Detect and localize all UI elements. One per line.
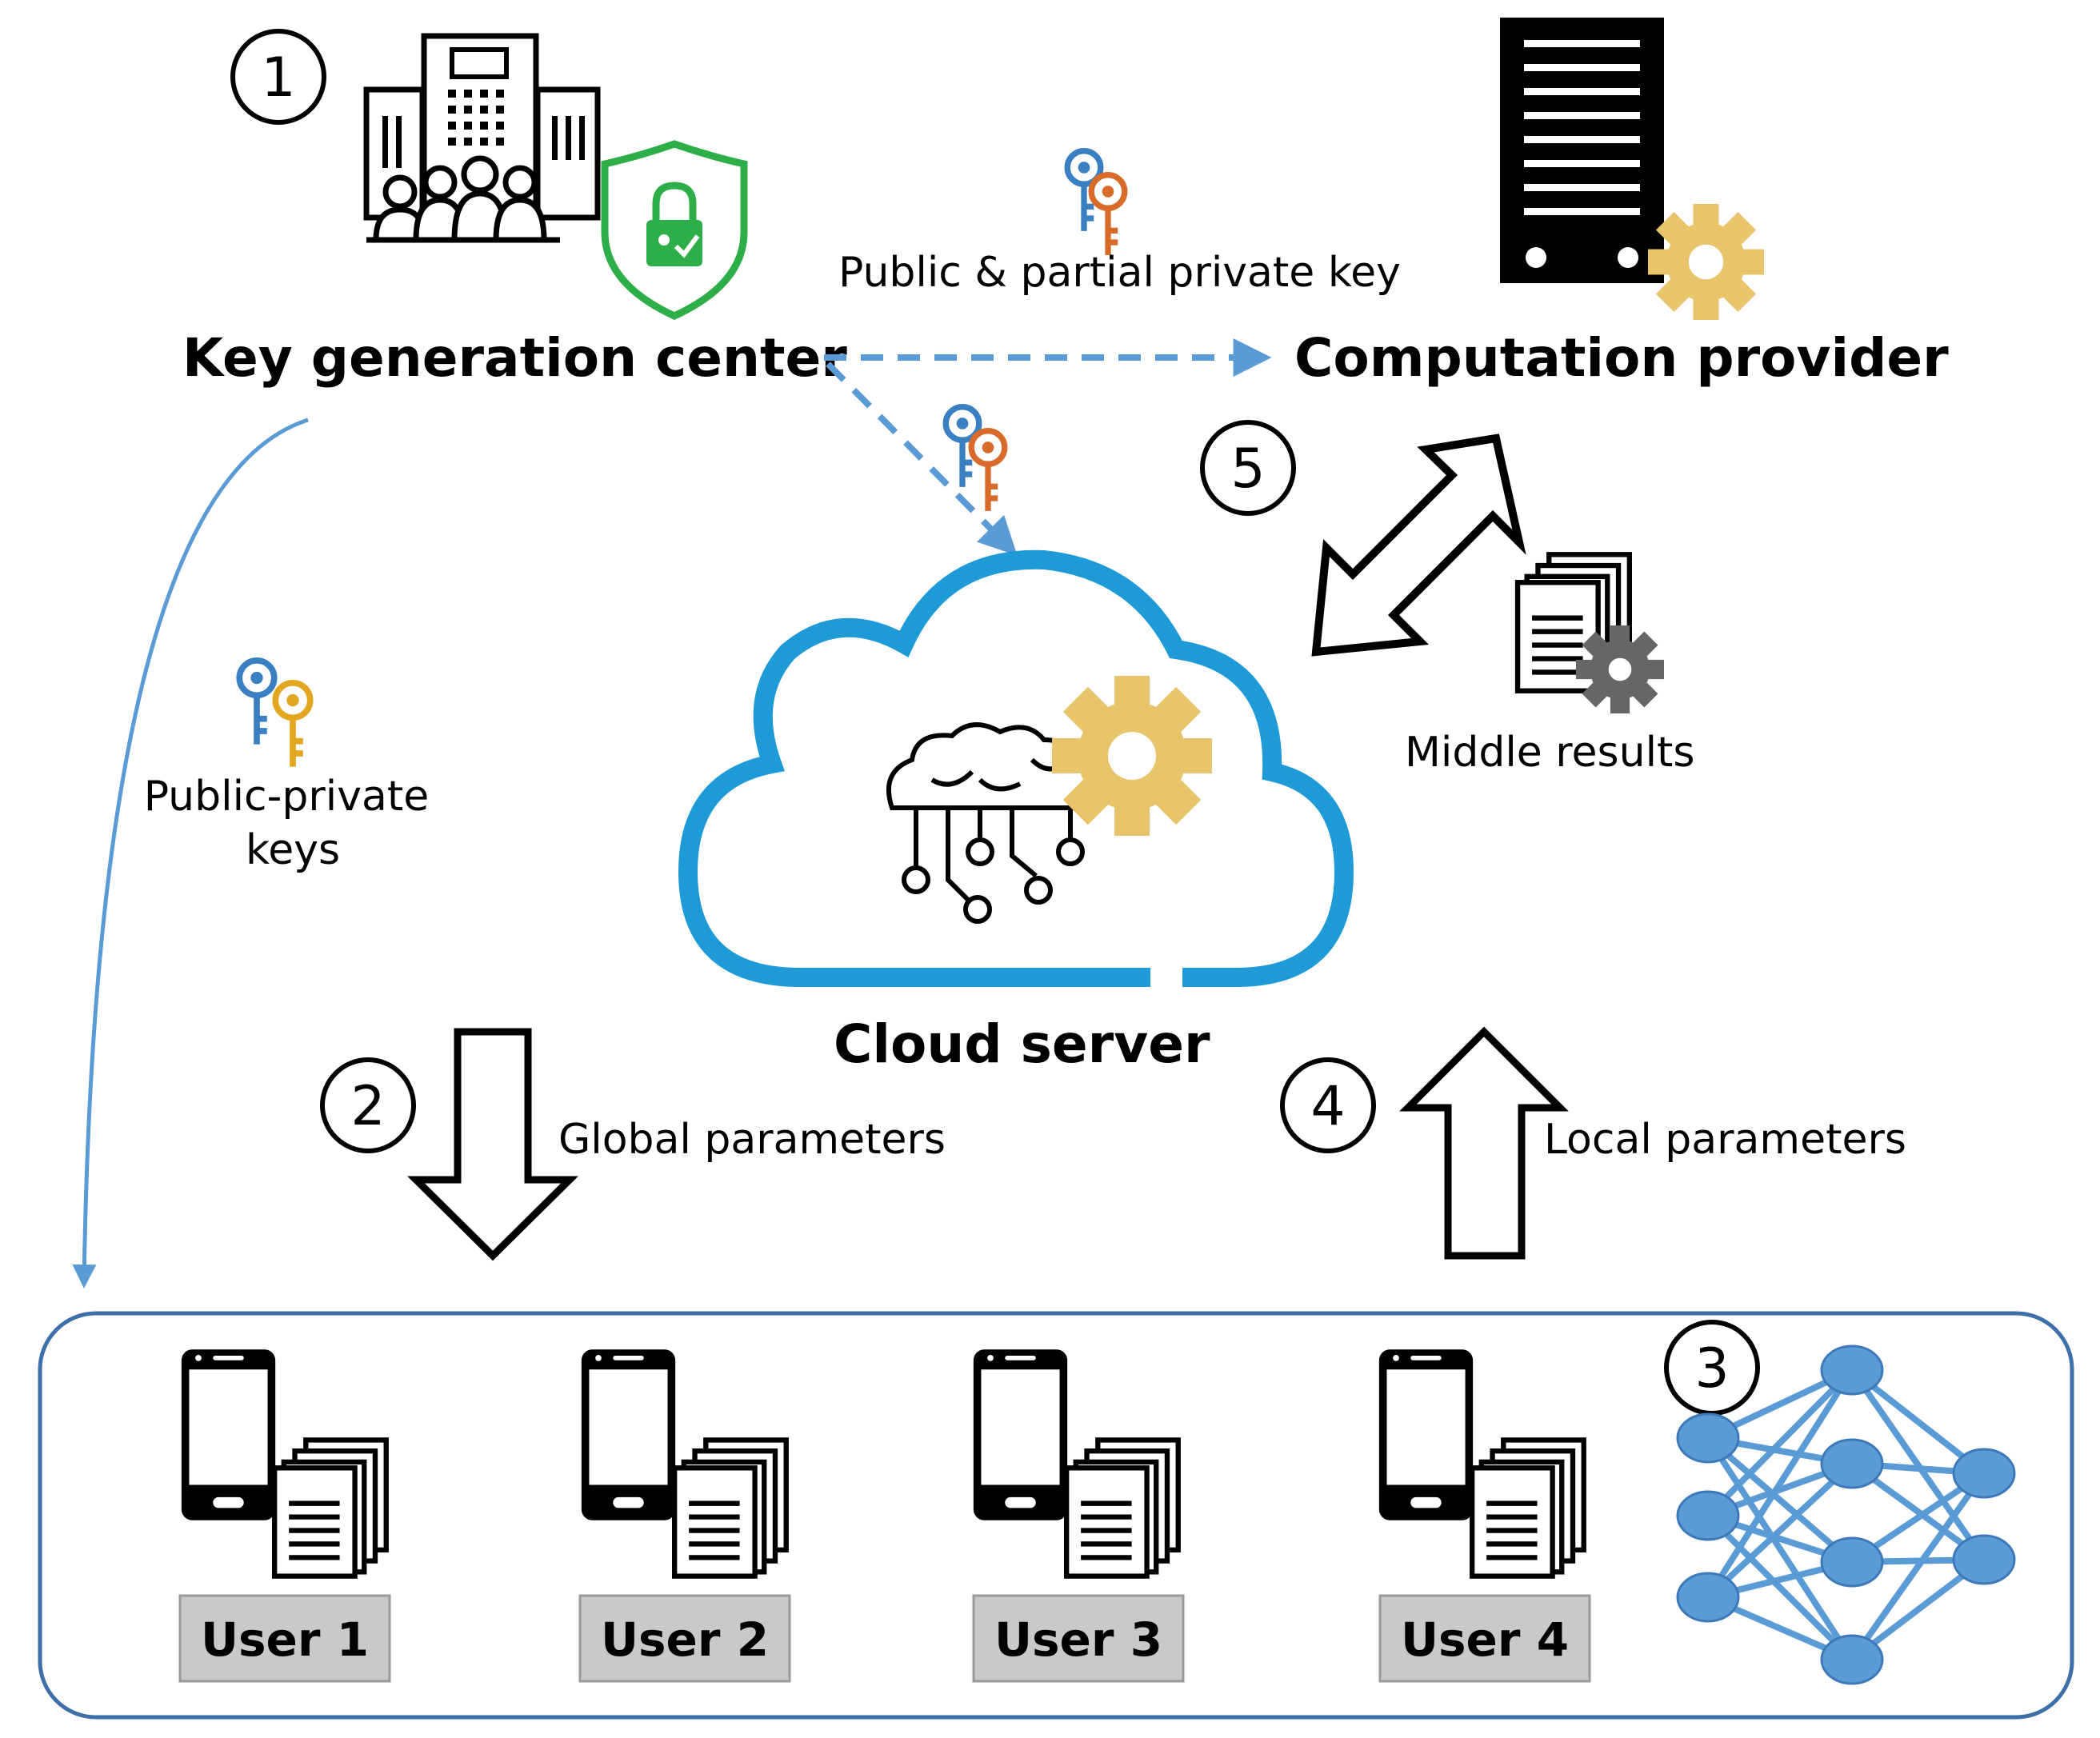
kgc-to-users-arrow xyxy=(72,418,309,1289)
step-1-marker: 1 xyxy=(230,29,326,125)
shield-lock-icon xyxy=(601,140,748,320)
neural-network-icon xyxy=(1676,1344,2016,1685)
network-edge xyxy=(1706,1513,1854,1662)
public-partial-key-label: Public & partial private key xyxy=(838,249,1401,297)
document-stack-icon xyxy=(274,1440,386,1576)
gear-icon xyxy=(1648,204,1764,320)
network-edge xyxy=(1705,1368,1855,1600)
key-generation-center-label: Key generation center xyxy=(182,327,847,389)
network-node xyxy=(1820,1634,1884,1685)
network-node xyxy=(1676,1490,1740,1541)
local-parameters-label: Local parameters xyxy=(1544,1116,1906,1164)
user-label: User 4 xyxy=(1401,1612,1569,1667)
user-1: User 1 xyxy=(178,1349,391,1683)
network-node xyxy=(1952,1534,2016,1585)
smartphone-icon xyxy=(1378,1349,1474,1520)
network-edge xyxy=(1705,1436,1855,1662)
svg-text:3: 3 xyxy=(1694,1337,1729,1400)
global-parameters-arrow xyxy=(407,1028,578,1261)
document-stack-icon xyxy=(1066,1440,1178,1576)
key-pair-icon xyxy=(1067,151,1125,255)
user-label: User 2 xyxy=(601,1612,769,1667)
middle-results-label: Middle results xyxy=(1405,729,1695,777)
computation-provider-label: Computation provider xyxy=(1294,327,1949,389)
network-edge xyxy=(1849,1471,1987,1662)
network-node xyxy=(1820,1536,1884,1588)
local-parameters-arrow xyxy=(1399,1026,1569,1260)
user-2: User 2 xyxy=(578,1349,791,1683)
svg-text:5: 5 xyxy=(1230,437,1265,501)
step-5-marker: 5 xyxy=(1200,420,1296,516)
server-icon xyxy=(1500,18,1664,283)
svg-text:1: 1 xyxy=(261,46,295,110)
key-pair-icon xyxy=(239,661,310,767)
gear-icon xyxy=(1576,625,1664,713)
public-private-keys-label-line1: Public-private xyxy=(144,773,430,821)
global-parameters-label: Global parameters xyxy=(558,1116,946,1164)
smartphone-icon xyxy=(973,1349,1068,1520)
gear-icon xyxy=(1052,676,1212,836)
network-node xyxy=(1676,1572,1740,1623)
network-node xyxy=(1676,1412,1740,1464)
user-label: User 3 xyxy=(994,1612,1162,1667)
user-3: User 3 xyxy=(972,1349,1185,1683)
network-edge xyxy=(1849,1368,1987,1562)
svg-text:4: 4 xyxy=(1310,1075,1345,1138)
smartphone-icon xyxy=(181,1349,276,1520)
user-4: User 4 xyxy=(1378,1349,1591,1683)
network-node xyxy=(1820,1438,1884,1489)
kgc-to-cloud-arrow xyxy=(826,362,1018,556)
building-icon xyxy=(363,33,601,243)
document-stack-icon xyxy=(674,1440,786,1576)
cloud-server-label: Cloud server xyxy=(834,1013,1210,1075)
public-private-keys-label-line2: keys xyxy=(246,826,340,874)
network-node xyxy=(1820,1344,1884,1396)
key-pair-icon xyxy=(946,407,1005,511)
network-edge xyxy=(1706,1461,1854,1600)
step-3-marker: 3 xyxy=(1664,1320,1760,1416)
smartphone-icon xyxy=(581,1349,676,1520)
bidirectional-arrow xyxy=(1311,434,1526,657)
network-edge xyxy=(1706,1368,1854,1518)
cloud-icon xyxy=(678,549,1354,987)
user-label: User 1 xyxy=(201,1612,369,1667)
step-2-marker: 2 xyxy=(320,1057,416,1153)
step-4-marker: 4 xyxy=(1280,1057,1376,1153)
svg-text:2: 2 xyxy=(350,1075,385,1138)
document-stack-icon xyxy=(1472,1440,1584,1576)
network-node xyxy=(1952,1448,2016,1499)
network-edge xyxy=(1706,1435,1854,1565)
